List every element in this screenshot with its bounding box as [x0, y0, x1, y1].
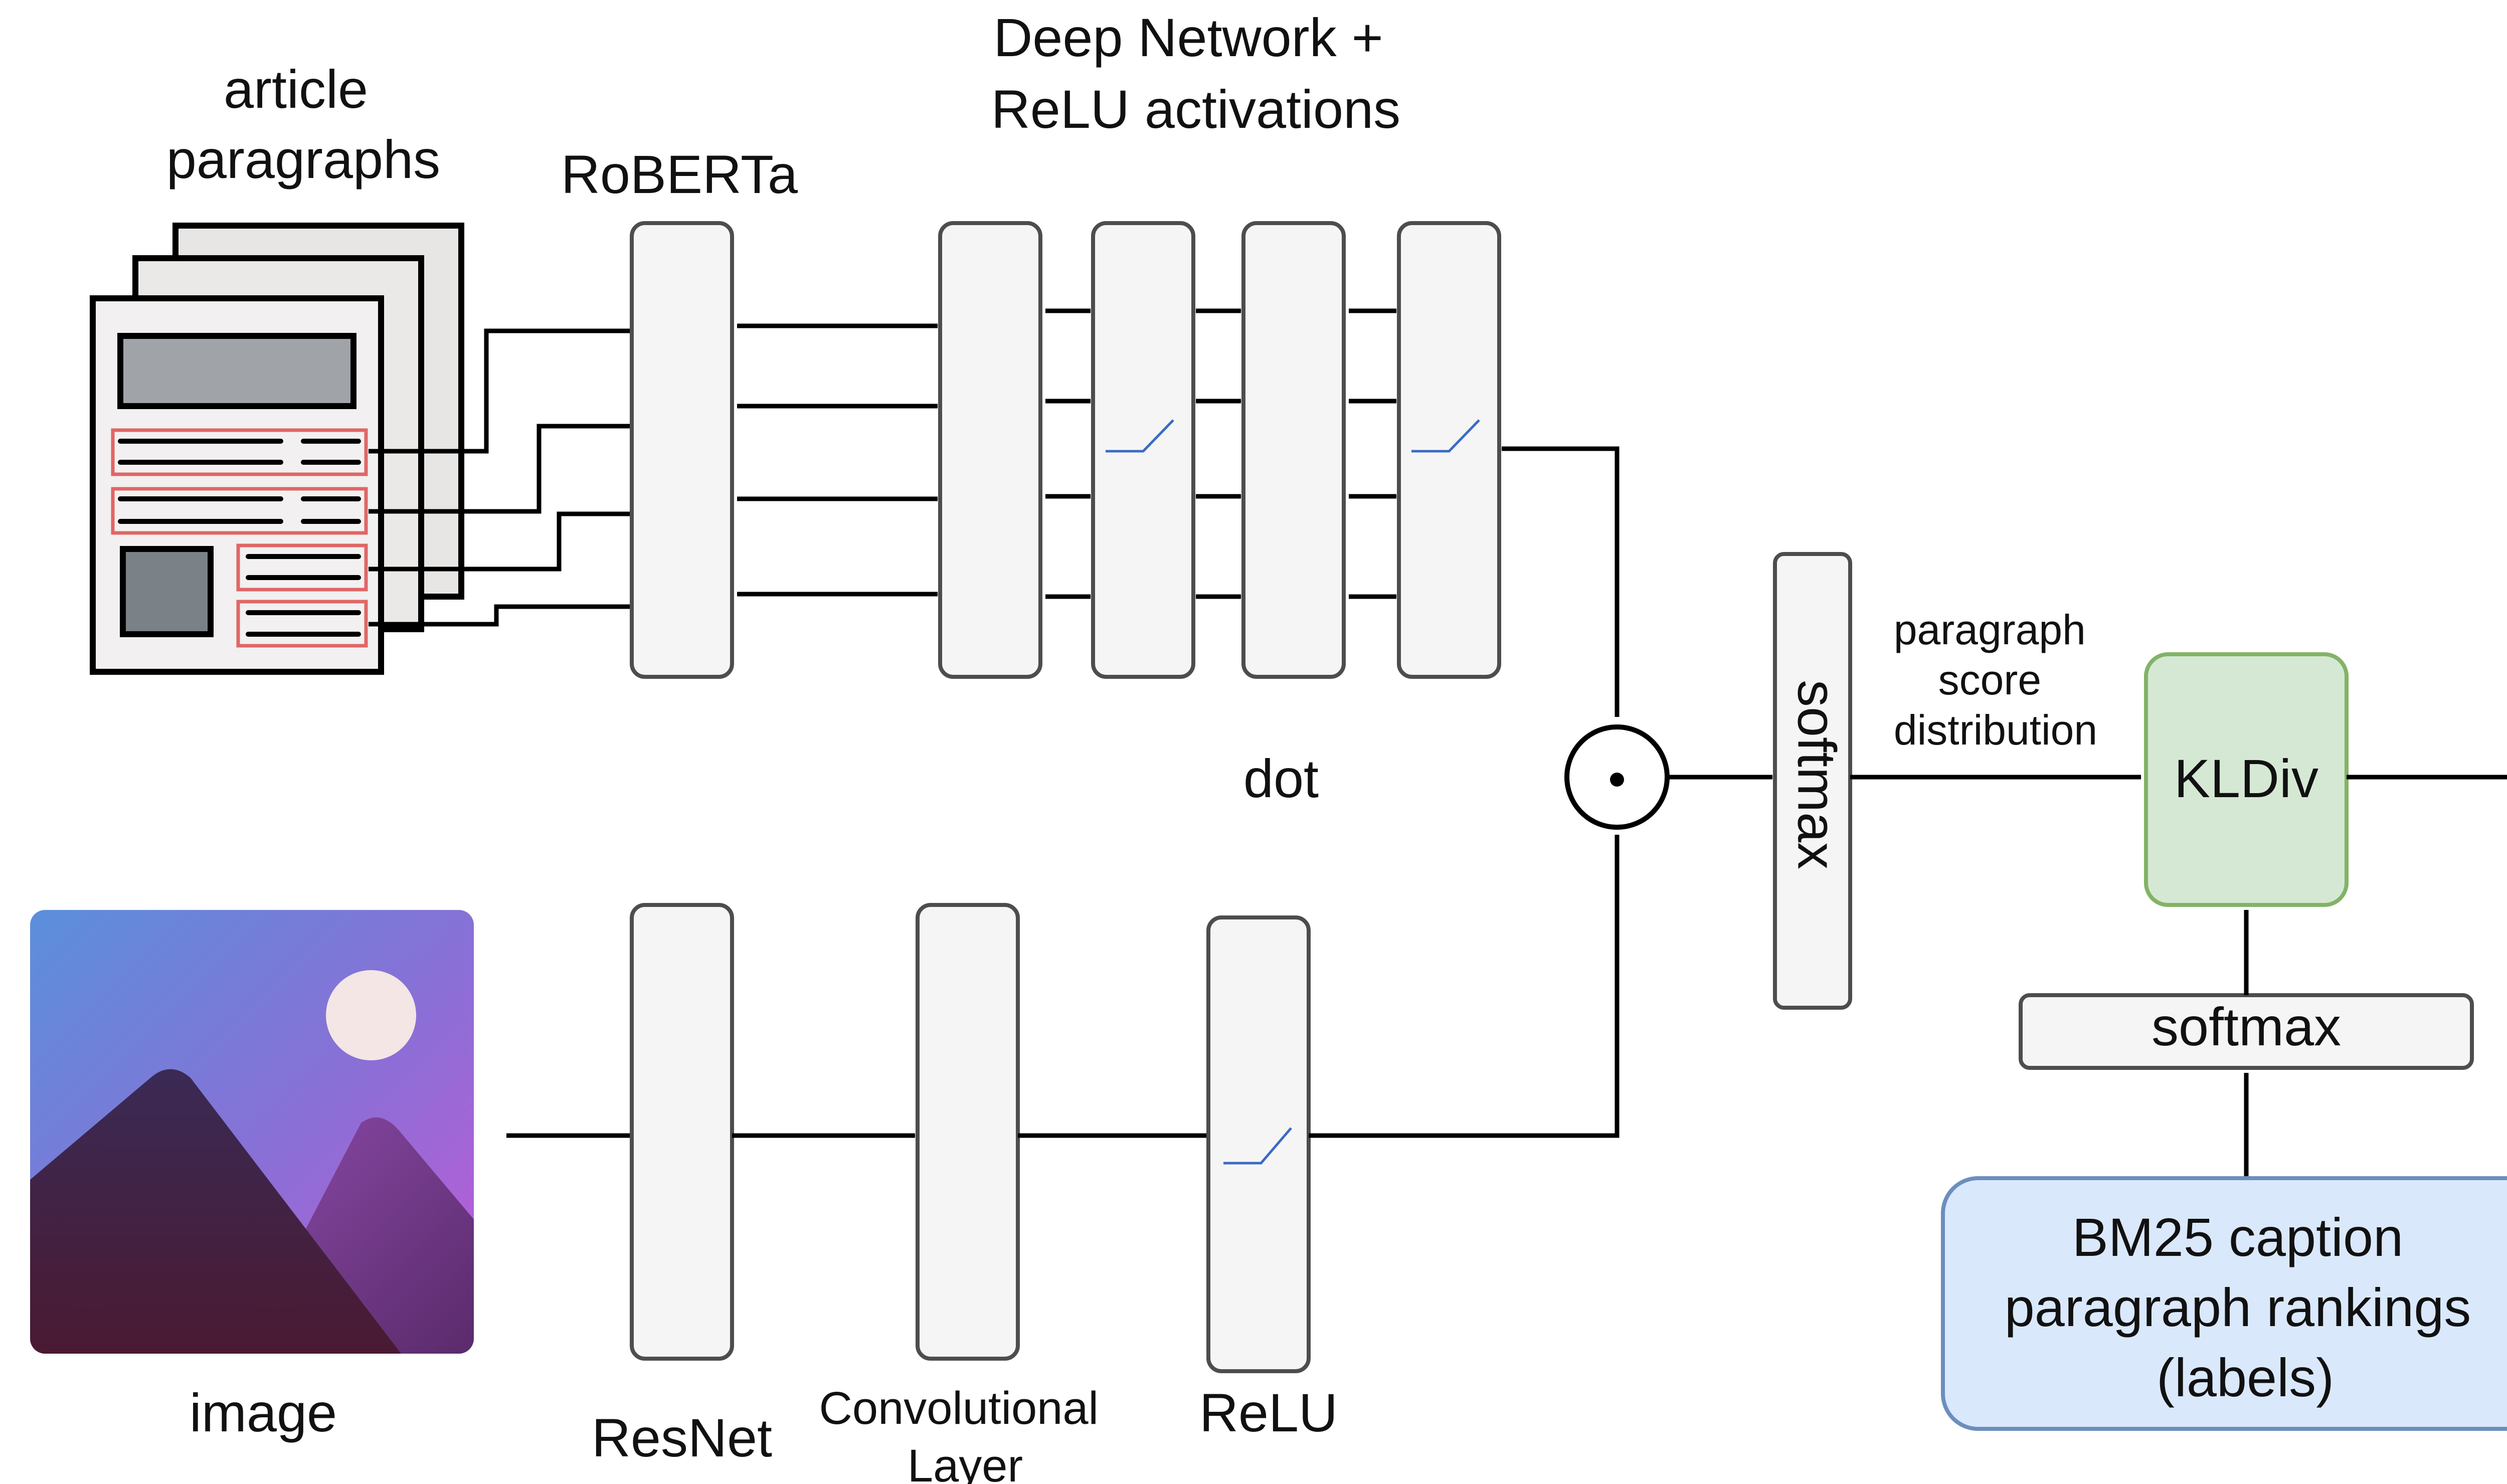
paragraph-4-connector [369, 604, 635, 627]
kldiv-label: KLDiv [2174, 748, 2318, 809]
article-paragraphs-label: article paragraphs [166, 59, 440, 190]
paragraph-2-connector [369, 424, 635, 514]
deep-network-layer-3 [1241, 221, 1346, 679]
paragraph-3-connector [369, 511, 635, 572]
softmax-vertical-label: softmax [1786, 680, 1847, 869]
image-branch-to-dot [1309, 834, 1620, 1138]
relu-label: ReLU [1199, 1382, 1338, 1443]
deep-network-label: Deep Network + ReLU activations [991, 7, 1400, 139]
deep-network-layer-1 [938, 221, 1042, 679]
resnet-block [630, 903, 734, 1361]
relu-block [1206, 915, 1311, 1373]
softmax-labels-label: softmax [2152, 996, 2341, 1057]
text-branch-to-dot [1502, 446, 1620, 717]
roberta-label: RoBERTa [561, 144, 798, 205]
relu-activation-icon [1223, 1127, 1292, 1165]
image-label: image [190, 1382, 337, 1443]
deep-network-arrows [1045, 308, 1397, 599]
bm25-block [1941, 1176, 2507, 1431]
kldiv-block [2144, 652, 2349, 907]
conv-layer-block [916, 903, 1020, 1361]
bm25-label: BM25 caption paragraph rankings (labels) [2005, 1207, 2486, 1408]
conv-layer-label: Convolutional Layer [819, 1383, 1111, 1484]
roberta-block [630, 221, 734, 679]
relu-activation-icon [1411, 419, 1480, 453]
softmax-vertical-block [1773, 552, 1852, 1010]
document-stack-icon [90, 223, 464, 675]
dot-label: dot [1243, 748, 1319, 809]
paragraph-1-connector [369, 328, 635, 454]
landscape-image-icon [30, 910, 474, 1354]
score-distribution-label: paragraph score distribution [1894, 606, 2097, 754]
dot-product-operator-icon [1564, 724, 1670, 830]
relu-activation-icon [1106, 419, 1174, 453]
resnet-label: ResNet [592, 1407, 772, 1468]
